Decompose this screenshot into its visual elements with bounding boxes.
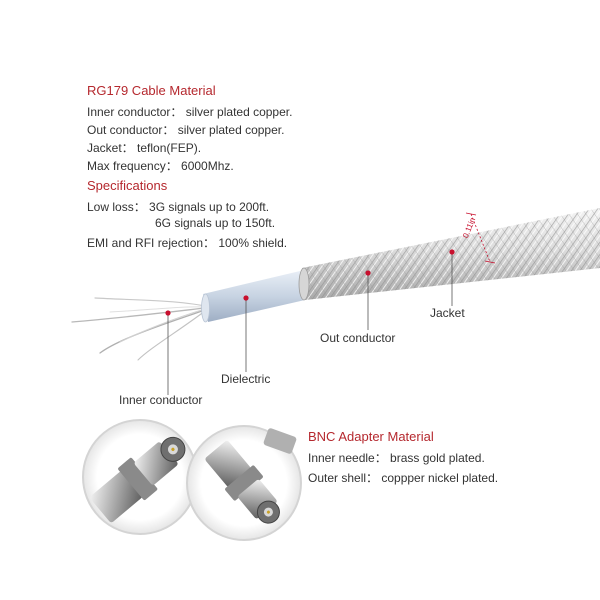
specifications-line: 6G signals up to 150ft. — [155, 216, 276, 230]
inner-conductor-strands — [71, 297, 206, 361]
marker-dielectric — [243, 295, 249, 301]
bnc-material-line: Outer shell： coppper nickel plated. — [308, 471, 499, 485]
cable-material-line: Inner conductor： silver plated copper. — [87, 105, 293, 119]
braided-jacket — [298, 208, 600, 301]
marker-inner-conductor — [165, 310, 171, 316]
callout-inner-conductor: Inner conductor — [119, 393, 203, 407]
cable-material-title: RG179 Cable Material — [87, 83, 216, 98]
cable-material-line: Jacket： teflon(FEP). — [87, 141, 202, 155]
marker-jacket — [449, 249, 455, 255]
cable-material-line: Out conductor： silver plated copper. — [87, 123, 285, 137]
dielectric-core — [201, 271, 305, 323]
bnc-material-line: Inner needle： brass gold plated. — [308, 451, 485, 465]
marker-out-conductor — [365, 270, 371, 276]
dimension-marker — [465, 212, 496, 264]
bnc-connector-closeup-right — [186, 425, 302, 541]
callout-jacket: Jacket — [430, 306, 465, 320]
callout-dielectric: Dielectric — [221, 372, 271, 386]
bnc-connector-closeup-left — [82, 419, 198, 535]
cable-material-line: Max frequency： 6000Mhz. — [87, 159, 234, 173]
bnc-material-title: BNC Adapter Material — [308, 429, 434, 444]
callout-out-conductor: Out conductor — [320, 331, 396, 345]
specifications-line: EMI and RFI rejection： 100% shield. — [87, 236, 288, 250]
specifications-title: Specifications — [87, 178, 168, 193]
specifications-line: Low loss： 3G signals up to 200ft. — [87, 200, 270, 214]
